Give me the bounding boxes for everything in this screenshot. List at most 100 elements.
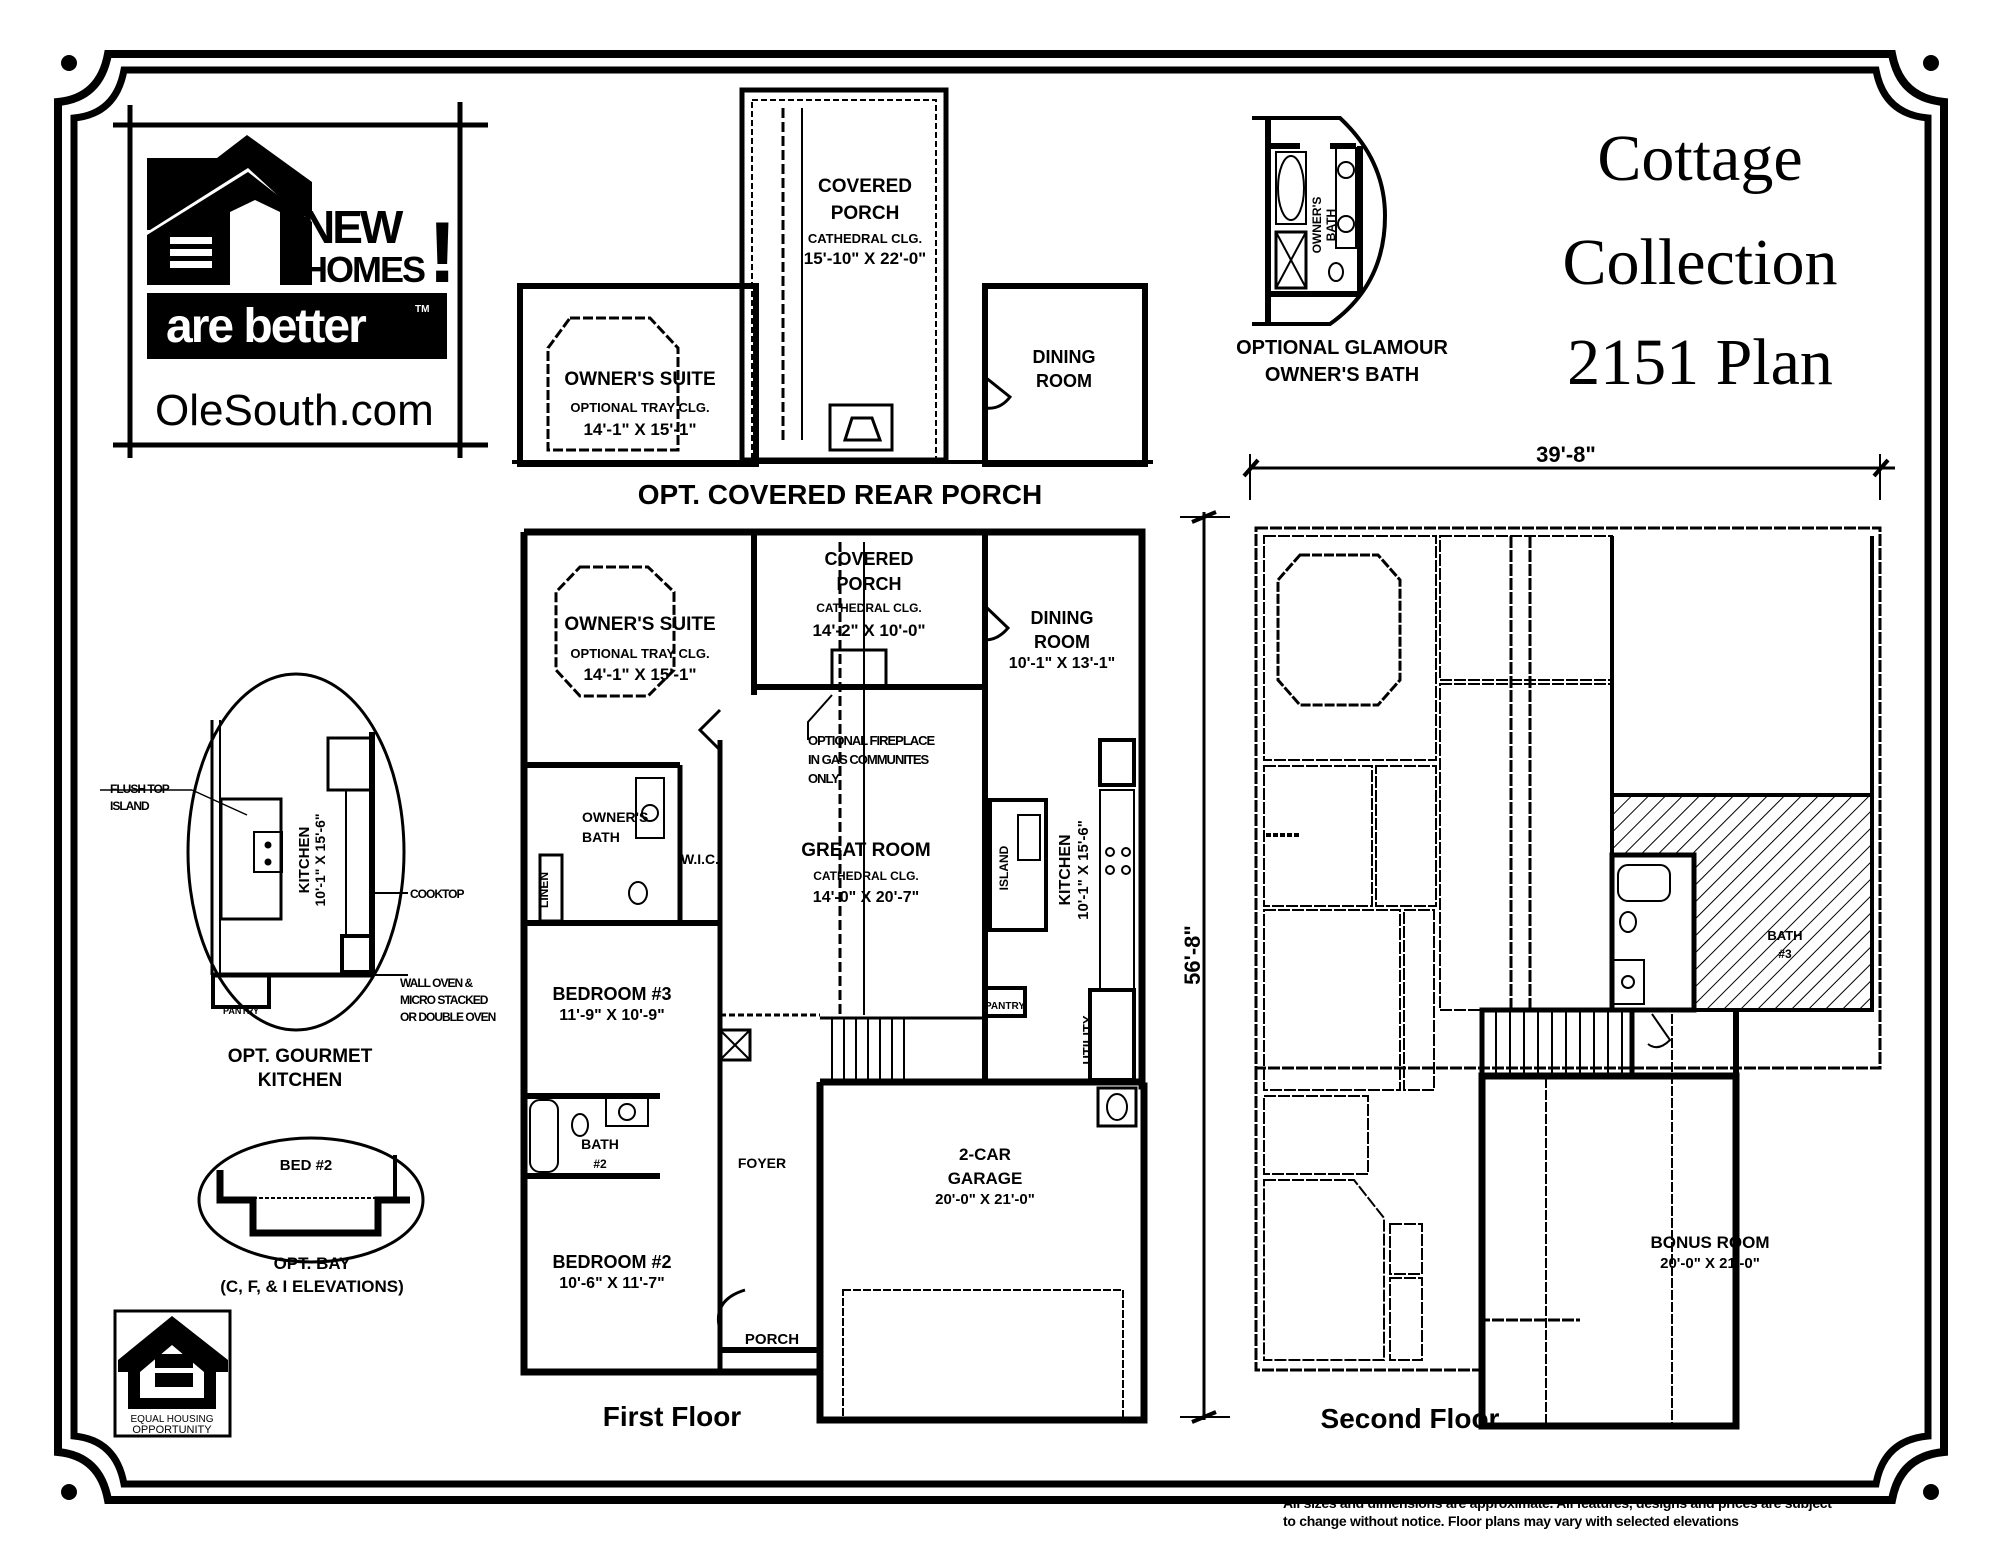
disclaimer: All sizes and dimensions are approximate… <box>1283 1494 1923 1530</box>
second-floor-plan <box>1254 526 1882 1430</box>
ceiling-note: OPTIONAL TRAY CLG. <box>570 646 709 661</box>
option-note: MICRO STACKED <box>400 993 489 1007</box>
room-label: OWNER'S <box>1310 197 1324 254</box>
opt-rear-porch-plan <box>512 87 1153 467</box>
room-label: KITCHEN <box>1057 834 1074 905</box>
room-label: DINING <box>1031 608 1094 628</box>
option-note: COOKTOP <box>410 887 464 901</box>
ceiling-note: CATHEDRAL CLG. <box>813 869 919 883</box>
logo-homes-text: HOMES <box>302 249 425 290</box>
opt-glamour-bath-plan <box>1252 116 1388 326</box>
logo-website-text: OleSouth.com <box>155 386 434 435</box>
logo-new-text: NEW <box>302 201 404 253</box>
room-label: DINING <box>1033 347 1096 367</box>
ceiling-note: CATHEDRAL CLG. <box>808 231 922 246</box>
option-note: FLUSH TOP <box>110 782 170 796</box>
room-label: BATH <box>1324 209 1338 241</box>
brand-logo: NEW HOMES ! are better TM OleSouth.com <box>113 102 488 458</box>
room-size: 14'-1" X 15'-1" <box>583 665 696 684</box>
room-label: BATH <box>581 1136 619 1152</box>
opt-glamour-caption-1: OPTIONAL GLAMOUR <box>1236 337 1448 359</box>
room-label: OWNER'S SUITE <box>564 369 715 390</box>
room-label: COVERED <box>818 176 912 197</box>
room-label: PORCH <box>836 574 901 594</box>
opt-glamour-caption-2: OWNER'S BATH <box>1265 364 1419 386</box>
option-note: OR DOUBLE OVEN <box>400 1010 496 1024</box>
room-label: BATH <box>1767 928 1802 943</box>
room-size: 10'-6" X 11'-7" <box>559 1275 665 1292</box>
width-dimension <box>1242 454 1895 500</box>
room-label: BONUS ROOM <box>1651 1233 1770 1252</box>
opt-bay-caption-2: (C, F, & I ELEVATIONS) <box>220 1277 404 1296</box>
room-label: ROOM <box>1036 371 1092 391</box>
decorative-border <box>54 50 1948 1504</box>
equal-housing-logo: EQUAL HOUSING OPPORTUNITY <box>113 1309 232 1438</box>
room-size: 11'-9" X 10'-9" <box>559 1007 665 1024</box>
equal-housing-text: EQUAL HOUSING <box>131 1414 214 1425</box>
opt-rear-porch-labels: COVERED PORCH CATHEDRAL CLG. 15'-10" X 2… <box>564 176 1095 510</box>
room-label: PANTRY <box>223 1006 259 1016</box>
room-label: GREAT ROOM <box>801 840 930 861</box>
opt-gourmet-kitchen-plan <box>100 672 408 1032</box>
equal-housing-text: OPPORTUNITY <box>132 1424 212 1436</box>
depth-dimension <box>1180 510 1230 1424</box>
room-size: 15'-10" X 22'-0" <box>804 249 927 268</box>
room-label: BEDROOM #2 <box>552 1252 671 1272</box>
option-note: WALL OVEN & <box>400 976 473 990</box>
opt-gourmet-caption-2: KITCHEN <box>258 1070 342 1091</box>
room-label: UTILITY <box>1080 1015 1095 1064</box>
room-label: ROOM <box>1034 632 1090 652</box>
fireplace-note: ONLY <box>808 771 840 786</box>
room-size: 14'-2" X 10'-0" <box>812 621 925 640</box>
plan-title-line1: Cottage <box>1597 122 1802 195</box>
depth-dimension-label: 56'-8" <box>1180 925 1205 985</box>
room-label: LINEN <box>537 872 551 908</box>
opt-bay-caption-1: OPT. BAY <box>274 1254 352 1273</box>
room-size: 20'-0" X 21'-0" <box>1660 1255 1760 1272</box>
room-label: KITCHEN <box>296 827 313 894</box>
room-label: FOYER <box>738 1155 786 1171</box>
fireplace-note: IN GAS COMMUNITES <box>808 752 930 767</box>
room-label: W.I.C. <box>681 851 719 867</box>
opt-bay-plan <box>197 1136 425 1264</box>
width-dimension-label: 39'-8" <box>1536 442 1596 467</box>
fireplace-note: OPTIONAL FIREPLACE <box>808 733 936 748</box>
first-floor-labels: OWNER'S SUITE OPTIONAL TRAY CLG. 14'-1" … <box>537 549 1115 1432</box>
room-label: GARAGE <box>948 1169 1023 1188</box>
room-label: BATH <box>582 829 620 845</box>
room-size: 10'-1" X 15'-6" <box>312 813 328 906</box>
room-label: BED #2 <box>280 1157 333 1174</box>
room-label: PANTRY <box>985 1001 1025 1012</box>
room-size: 10'-1" X 13'-1" <box>1009 655 1115 672</box>
plan-title-line3: 2151 Plan <box>1567 326 1833 399</box>
logo-tagline-text: are better <box>166 300 366 353</box>
room-size: 14'-1" X 15'-1" <box>583 420 696 439</box>
room-label: BEDROOM #3 <box>552 984 671 1004</box>
plan-title-line2: Collection <box>1563 226 1838 299</box>
first-floor-caption: First Floor <box>603 1401 742 1432</box>
room-label: OWNER'S SUITE <box>564 614 715 635</box>
opt-gourmet-caption-1: OPT. GOURMET <box>228 1046 373 1067</box>
room-label: 2-CAR <box>959 1145 1011 1164</box>
disclaimer-line-1: All sizes and dimensions are approximate… <box>1283 1495 1832 1511</box>
room-size: 14'-0" X 20'-7" <box>813 889 919 906</box>
second-floor-caption: Second Floor <box>1321 1403 1500 1434</box>
disclaimer-line-2: to change without notice. Floor plans ma… <box>1283 1513 1739 1529</box>
logo-tagline-band <box>147 293 447 359</box>
corner-dots <box>61 55 1939 1500</box>
ceiling-note: CATHEDRAL CLG. <box>816 601 922 615</box>
room-label: COVERED <box>824 549 913 569</box>
room-label: #3 <box>1778 947 1792 961</box>
room-size: 10'-1" X 15'-6" <box>1075 820 1092 920</box>
ceiling-note: OPTIONAL TRAY CLG. <box>570 400 709 415</box>
room-size: 20'-0" X 21'-0" <box>935 1191 1035 1208</box>
house-logo-icon <box>147 135 312 285</box>
room-label: PORCH <box>831 203 900 224</box>
room-label: OWNER'S <box>582 809 648 825</box>
room-label: PORCH <box>745 1331 799 1348</box>
opt-rear-porch-caption: OPT. COVERED REAR PORCH <box>638 479 1043 510</box>
first-floor-plan <box>520 528 1148 1424</box>
option-note: ISLAND <box>110 799 150 813</box>
logo-tm-text: TM <box>415 304 429 315</box>
